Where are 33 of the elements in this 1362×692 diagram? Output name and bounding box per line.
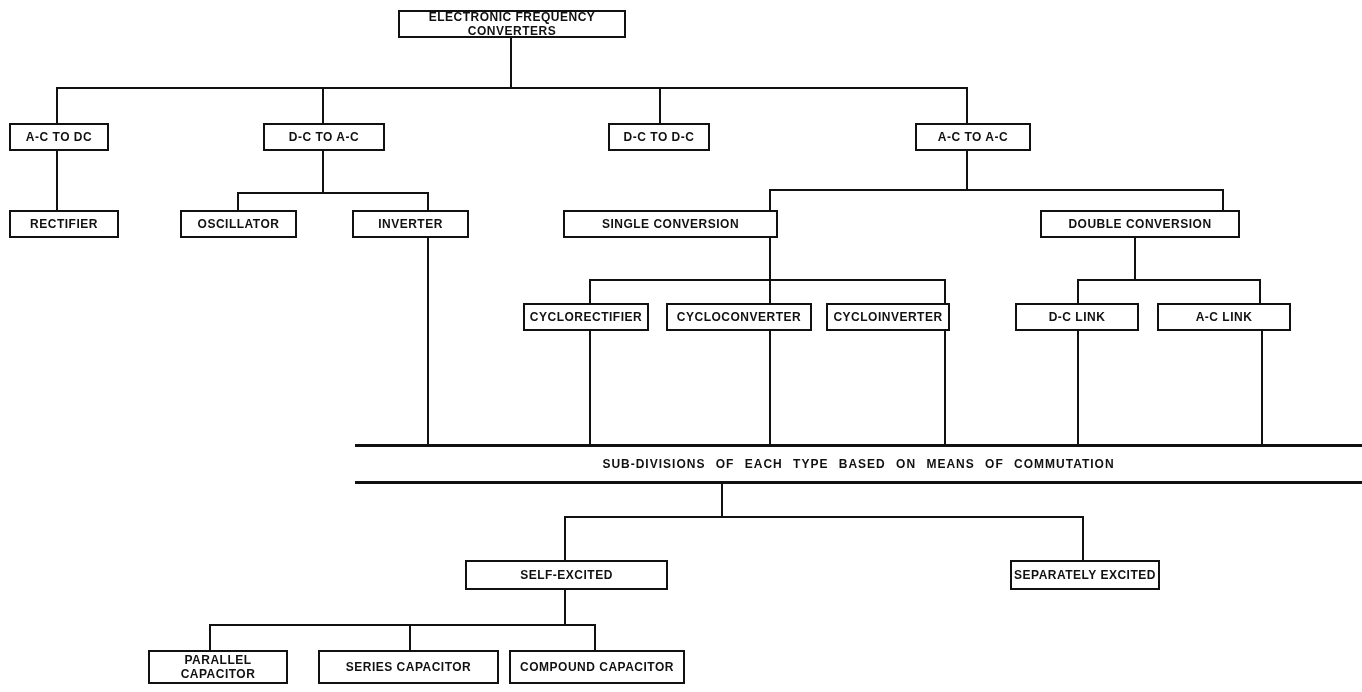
connector-line: [589, 330, 591, 445]
connector-line: [966, 150, 1224, 211]
category-box: SEPARATELY EXCITED: [1010, 560, 1160, 590]
category-box: CYCLORECTIFIER: [523, 303, 649, 331]
category-box: SINGLE CONVERSION: [563, 210, 778, 238]
category-box: PARALLEL CAPACITOR: [148, 650, 288, 684]
connector-line: [322, 150, 429, 211]
category-box: CYCLOINVERTER: [826, 303, 950, 331]
category-box: DOUBLE CONVERSION: [1040, 210, 1240, 238]
connector-line: [1261, 330, 1263, 445]
connector-line: [944, 330, 946, 445]
connector-line: [56, 150, 58, 211]
category-box: D-C LINK: [1015, 303, 1139, 331]
category-box: D-C TO A-C: [263, 123, 385, 151]
category-box: RECTIFIER: [9, 210, 119, 238]
category-box: SERIES CAPACITOR: [318, 650, 499, 684]
connector-line: [1134, 237, 1261, 304]
category-box: ELECTRONIC FREQUENCY CONVERTERS: [398, 10, 626, 38]
connector-line: [769, 237, 946, 304]
category-box: COMPOUND CAPACITOR: [509, 650, 685, 684]
category-band: SUB-DIVISIONS OF EACH TYPE BASED ON MEANS OF COMMUTATION: [355, 444, 1362, 484]
connector-line: [564, 589, 596, 651]
connector-line: [1077, 330, 1079, 445]
category-box: CYCLOCONVERTER: [666, 303, 812, 331]
category-box: INVERTER: [352, 210, 469, 238]
category-box: SELF-EXCITED: [465, 560, 668, 590]
connector-line: [427, 237, 429, 445]
category-box: OSCILLATOR: [180, 210, 297, 238]
category-box: A-C TO DC: [9, 123, 109, 151]
category-box: A-C TO A-C: [915, 123, 1031, 151]
connector-line: [769, 330, 771, 445]
category-box: A-C LINK: [1157, 303, 1291, 331]
category-box: D-C TO D-C: [608, 123, 710, 151]
